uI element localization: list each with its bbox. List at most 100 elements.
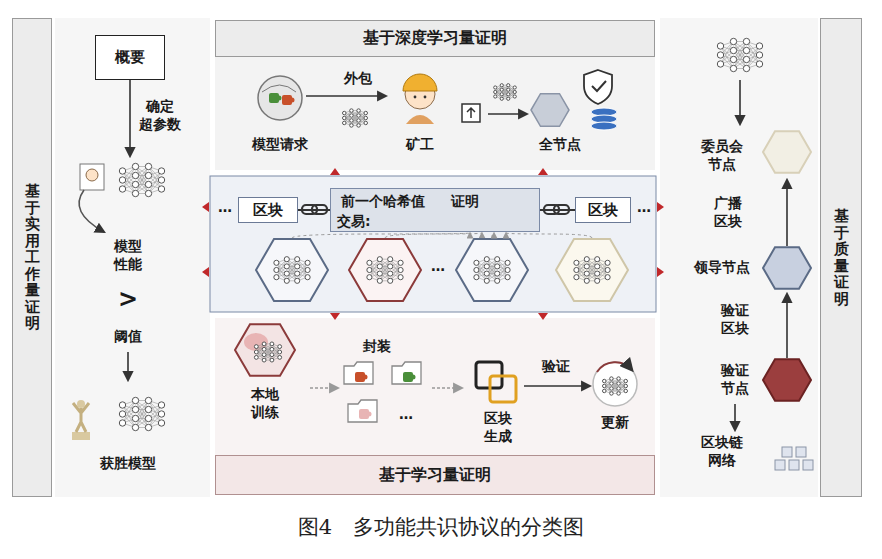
nn-neuron [605,267,610,272]
nn-neuron [274,275,279,280]
nn-neuron [743,56,749,62]
chain-connector [298,209,330,211]
nn-neuron [398,275,403,280]
text-label: 模型请求 [252,136,308,154]
nn-neuron [364,121,368,125]
nn-neuron [254,355,258,359]
nn-neuron [717,61,723,67]
puzzle-piece [367,412,372,417]
nn-link [351,111,358,126]
nn-neuron [484,278,489,283]
brain-blob [244,333,268,351]
nn-neuron [367,275,372,280]
neural-net-icon [343,109,368,127]
process-box: 基于学习量证明 [215,455,655,495]
neural-net-icon [603,377,628,395]
nn-neuron [295,271,300,276]
nn-neuron [494,95,497,98]
nn-neuron [595,278,600,283]
nn-neuron [343,121,347,125]
nn-link [487,259,497,281]
dashed-link [506,233,592,238]
nn-link [287,259,297,281]
figure-caption: 图4 多功能共识协议的分类图 [0,513,882,541]
winner-body [73,403,89,432]
arrow [488,113,527,115]
nn-neuron [295,278,300,283]
head-icon [258,76,302,120]
text-label: 获胜模型 [100,455,156,473]
process-box: 区块 [575,197,631,223]
dashed-link [385,233,482,238]
hexagon-icon [763,359,811,400]
nn-neuron [367,260,372,265]
arrow [127,352,129,380]
upload-box [462,104,480,122]
nn-neuron [398,267,403,272]
nn-neuron [610,382,614,386]
nn-neuron [743,38,749,44]
nn-neuron [145,415,151,421]
nn-neuron [158,168,164,174]
neural-net-icon [119,163,164,196]
puzzle-piece [363,375,368,380]
nn-neuron [595,257,600,262]
nn-neuron [295,257,300,262]
folder-icon [344,362,373,384]
nn-neuron [350,124,354,128]
nn-neuron [617,377,621,381]
nn-neuron [145,172,151,178]
avatar-frame [80,164,104,190]
nn-neuron [610,387,614,391]
text-label: 委员会 节点 [699,138,745,173]
puzzle-piece [277,96,282,101]
text-label: … [431,258,445,276]
nn-neuron [158,420,164,426]
neural-net-icon [367,257,403,284]
text-label: 区块链 网络 [699,434,745,469]
folder-icon [392,362,421,384]
nn-neuron [617,392,621,396]
left-panel [55,18,210,497]
nn-neuron [284,271,289,276]
nn-neuron [377,264,382,269]
upload-arrow [467,108,475,118]
block-gen-icon [490,376,516,402]
nn-neuron [270,353,274,357]
nn-neuron [730,38,736,44]
hexagon-icon [256,239,328,301]
nn-neuron [357,109,361,113]
nn-neuron [603,379,607,383]
neural-net-icon [474,257,510,284]
nn-neuron [756,43,762,49]
nn-neuron [603,384,607,388]
nn-link [611,379,618,394]
node-text: 基于学习量证明 [379,465,491,486]
text-label: 矿工 [406,136,434,154]
nn-neuron [574,267,579,272]
nn-neuron [270,342,274,346]
blockchain-cube [789,460,799,470]
nn-link [734,42,747,69]
nn-neuron [119,177,125,183]
chain-connector [540,209,575,211]
nn-neuron [357,124,361,128]
nn-neuron [730,56,736,62]
icons [72,38,813,470]
nn-neuron [495,257,500,262]
blockchain-cube [803,460,813,470]
nn-neuron [484,257,489,262]
arrow [432,387,462,389]
nn-link [351,111,358,126]
nn-neuron [132,424,138,430]
nn-link [487,259,497,281]
neural-net-icon [494,84,517,101]
hexagon-icon [349,239,421,301]
nn-neuron [284,257,289,262]
nn-neuron [610,392,614,396]
database-disc [591,122,617,130]
text-label: 更新 [601,414,629,432]
nn-neuron [513,90,516,93]
arrow [786,180,788,246]
nn-neuron [605,260,610,265]
